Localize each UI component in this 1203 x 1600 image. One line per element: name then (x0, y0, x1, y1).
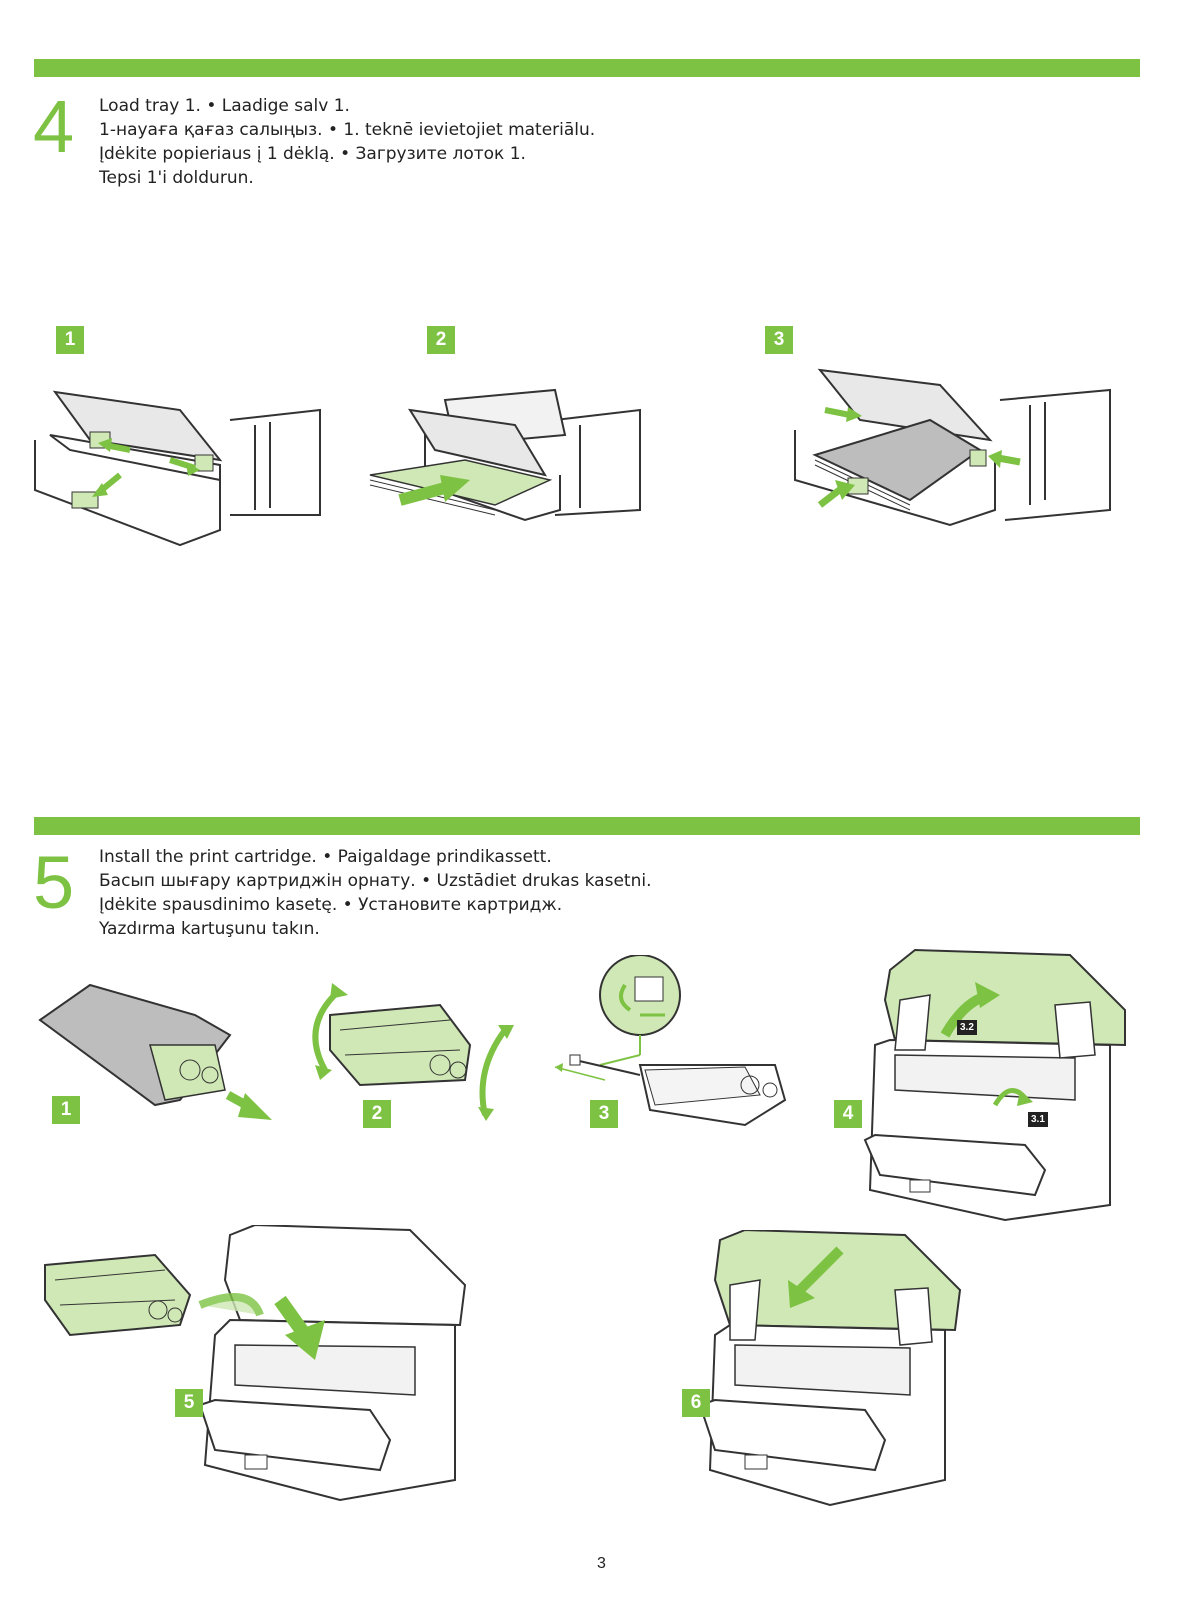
page-number: 3 (597, 1555, 606, 1572)
insert-cartridge-illustration (44, 1225, 467, 1502)
step-badge-5: 5 (175, 1389, 203, 1417)
instruction-line: Tepsi 1'i doldurun. (99, 168, 254, 188)
step-badge-3: 3 (590, 1100, 618, 1128)
instruction-line: Yazdırma kartuşunu takın. (99, 919, 320, 939)
section-5-instructions: Install the print cartridge. • Paigaldag… (99, 845, 651, 941)
section-5-number: 5 (33, 841, 75, 924)
instruction-line: Install the print cartridge. • Paigaldag… (99, 847, 552, 867)
step-badge-3: 3 (765, 326, 793, 354)
section-4-divider (34, 59, 1140, 77)
step-badge-1: 1 (52, 1096, 80, 1124)
step-badge-6: 6 (682, 1389, 710, 1417)
step-badge-2: 2 (363, 1100, 391, 1128)
instruction-line: Басып шығару картриджін орнату. • Uzstād… (99, 871, 652, 891)
instruction-line: Load tray 1. • Laadige salv 1. (99, 96, 350, 116)
remove-tape-illustration (554, 955, 787, 1127)
unpack-cartridge-illustration (38, 983, 272, 1120)
section-4-number: 4 (33, 85, 75, 168)
section-4-instructions: Load tray 1. • Laadige salv 1. 1-науаға … (99, 94, 595, 190)
step-badge-1: 1 (56, 326, 84, 354)
load-paper-illustration (369, 388, 641, 522)
instruction-line: 1-науаға қағаз салыңыз. • 1. teknē ievie… (99, 120, 596, 140)
instruction-line: Įdėkite popieriaus į 1 dėklą. • Загрузит… (99, 144, 526, 164)
section-5-divider (34, 817, 1140, 835)
callout-label: 3.2 (957, 1020, 977, 1035)
tray-guides-illustration (34, 390, 321, 547)
adjust-guides-illustration (794, 368, 1111, 527)
rock-cartridge-illustration (312, 983, 514, 1121)
instruction-line: Įdėkite spausdinimo kasetę. • Установите… (99, 895, 563, 915)
step-badge-2: 2 (427, 326, 455, 354)
callout-label: 3.1 (1028, 1112, 1048, 1127)
open-lid-illustration (863, 948, 1126, 1222)
close-lid-illustration (700, 1230, 962, 1507)
step-badge-4: 4 (834, 1100, 862, 1128)
